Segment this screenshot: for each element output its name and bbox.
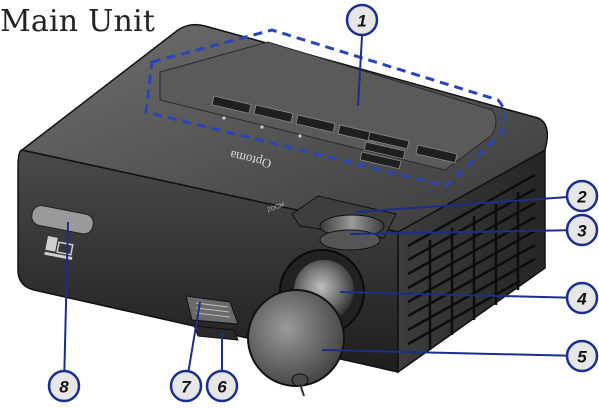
elevator-ridges xyxy=(195,302,231,318)
lens-cap xyxy=(247,289,345,387)
callout-8: 8 xyxy=(47,369,81,403)
callout-3-label: 3 xyxy=(577,222,587,241)
diagram-title: Main Unit xyxy=(0,4,156,39)
lens-cap-strap xyxy=(299,383,305,397)
control-panel-outline xyxy=(144,28,506,188)
callout-5: 5 xyxy=(565,339,599,373)
callout-1-label: 1 xyxy=(357,12,366,31)
kensington-lock-icon xyxy=(44,236,74,260)
callout-1: 1 xyxy=(345,3,379,37)
callout-8-label: 8 xyxy=(59,378,69,397)
control-panel xyxy=(159,41,497,171)
callout-2-label: 2 xyxy=(576,188,587,207)
callout-6: 6 xyxy=(205,369,239,403)
callout-7-label: 7 xyxy=(181,378,192,397)
focus-ring xyxy=(319,229,381,251)
elevator-button xyxy=(193,325,239,341)
callout-5-label: 5 xyxy=(577,348,587,367)
callout-3: 3 xyxy=(565,213,599,247)
indicator-dots xyxy=(222,116,302,138)
callout-7: 7 xyxy=(169,369,203,403)
callout-4: 4 xyxy=(565,281,599,315)
control-buttons xyxy=(211,95,458,170)
callout-2: 2 xyxy=(565,179,599,213)
callout-4-label: 4 xyxy=(576,290,587,309)
zoom-marking: ZOOM xyxy=(267,202,286,214)
callout-6-label: 6 xyxy=(217,378,227,397)
ir-receiver xyxy=(31,205,94,235)
